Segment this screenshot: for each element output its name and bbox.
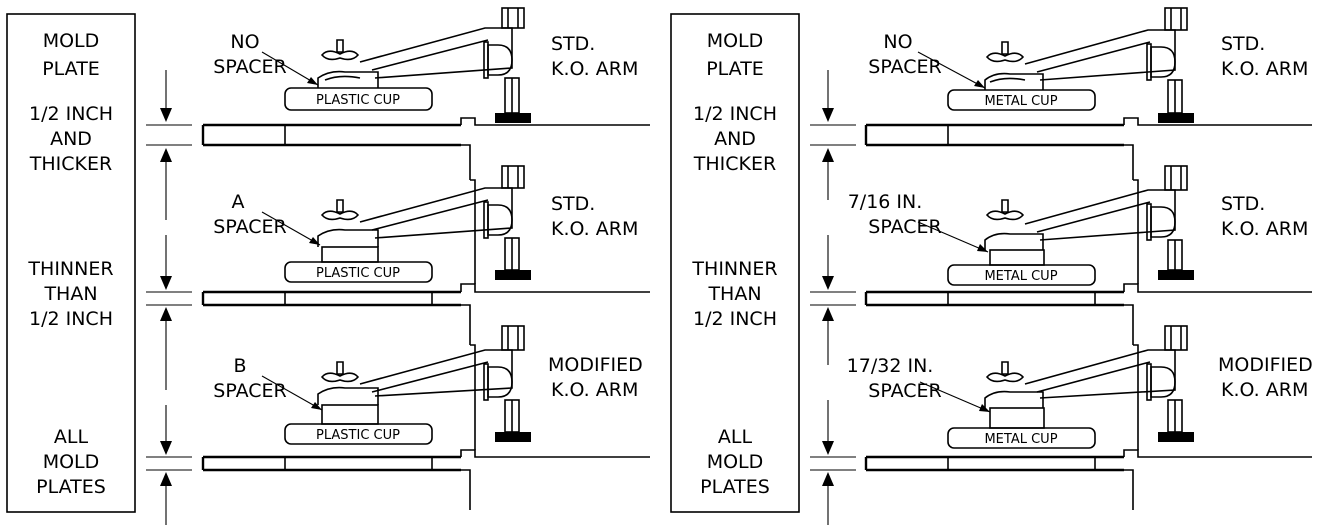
cup-label: PLASTIC CUP [316, 266, 400, 281]
panel-plastic-cup: MOLD PLATE 1/2 INCH AND THICKER THINNER … [6, 7, 650, 525]
arm-label: K.O. ARM [1221, 379, 1308, 401]
arm-assembly-row-3: PLASTIC CUP B SPACER MODIFIED K.O. ARM [201, 325, 650, 510]
wing-nut-icon [320, 39, 360, 61]
spacer-label: SPACER [213, 380, 286, 402]
arm-assembly-row-2: PLASTIC CUP A SPACER STD. K.O. ARM [201, 165, 650, 345]
spacer [321, 246, 379, 263]
box-label: ALL [54, 426, 89, 448]
thickness-dimension [810, 70, 856, 525]
wing-nut-icon [985, 361, 1025, 383]
box-label: MOLD [707, 30, 764, 52]
arm-label: MODIFIED [1218, 354, 1313, 376]
arm-label: STD. [1221, 33, 1265, 55]
spacer-label: SPACER [213, 56, 286, 78]
wing-nut-icon [985, 199, 1025, 221]
box-label: PLATES [700, 476, 770, 498]
arm-label: STD. [551, 33, 595, 55]
mold-plate-label-box [6, 13, 136, 513]
wing-nut-icon [320, 199, 360, 221]
box-label: PLATES [36, 476, 106, 498]
spacer-label: SPACER [868, 216, 941, 238]
arm-label: STD. [551, 193, 595, 215]
box-label: AND [50, 128, 92, 150]
cup-label: METAL CUP [984, 94, 1057, 109]
spacer-label: 7/16 IN. [848, 191, 923, 213]
box-label: 1/2 INCH [693, 308, 777, 330]
spacer-label: NO [883, 31, 912, 53]
box-label: 1/2 INCH [693, 103, 777, 125]
spacer [989, 407, 1045, 429]
spacer [321, 404, 379, 425]
arm-assembly-row-1: PLASTIC CUP NO SPACER STD. [201, 7, 650, 180]
arm-label: K.O. ARM [551, 218, 638, 240]
arm-label: STD. [1221, 193, 1265, 215]
spacer-label: 17/32 IN. [847, 355, 934, 377]
arm-label: MODIFIED [548, 354, 643, 376]
box-label: MOLD [43, 30, 100, 52]
thickness-dimension [146, 70, 192, 525]
spacer-label: NO [230, 31, 259, 53]
box-label: MOLD [43, 451, 100, 473]
arm-label: K.O. ARM [1221, 218, 1308, 240]
box-label: THAN [43, 283, 97, 305]
box-label: THICKER [29, 153, 112, 175]
box-label: AND [714, 128, 756, 150]
wing-nut-icon [985, 41, 1025, 63]
spacer [989, 249, 1045, 266]
spacer-label: B [233, 355, 246, 377]
box-label: ALL [718, 426, 753, 448]
arm-assembly-row-2: METAL CUP 7/16 IN. SPACER STD. K.O. ARM [848, 165, 1312, 345]
box-label: THICKER [693, 153, 776, 175]
cup-label: METAL CUP [984, 432, 1057, 447]
spacer-label: A [232, 191, 245, 213]
cup-label: PLASTIC CUP [316, 428, 400, 443]
cup [947, 89, 1096, 111]
panel-metal-cup: MOLD PLATE 1/2 INCH AND THICKER THINNER … [670, 7, 1313, 525]
arm-label: K.O. ARM [551, 379, 638, 401]
cup [284, 87, 433, 111]
arm-label: K.O. ARM [1221, 58, 1308, 80]
box-label: THINNER [691, 258, 777, 280]
box-label: MOLD [707, 451, 764, 473]
box-label: 1/2 INCH [29, 308, 113, 330]
box-label: 1/2 INCH [29, 103, 113, 125]
box-label: THAN [707, 283, 761, 305]
cup-label: PLASTIC CUP [316, 93, 400, 108]
box-label: PLATE [42, 58, 100, 80]
arm-label: K.O. ARM [551, 58, 638, 80]
arm-assembly-row-3: METAL CUP 17/32 IN. SPACER MODIFIED K.O.… [847, 325, 1313, 510]
box-label: THINNER [27, 258, 113, 280]
cup-label: METAL CUP [984, 269, 1057, 284]
spacer-label: SPACER [213, 216, 286, 238]
arm-assembly-row-1: METAL CUP NO SPACER STD. K.O. ARM [864, 7, 1312, 180]
spacer-label: SPACER [868, 380, 941, 402]
wing-nut-icon [320, 361, 360, 383]
box-label: PLATE [706, 58, 764, 80]
spacer-label: SPACER [868, 56, 941, 78]
mold-plate-label-box [670, 13, 800, 513]
